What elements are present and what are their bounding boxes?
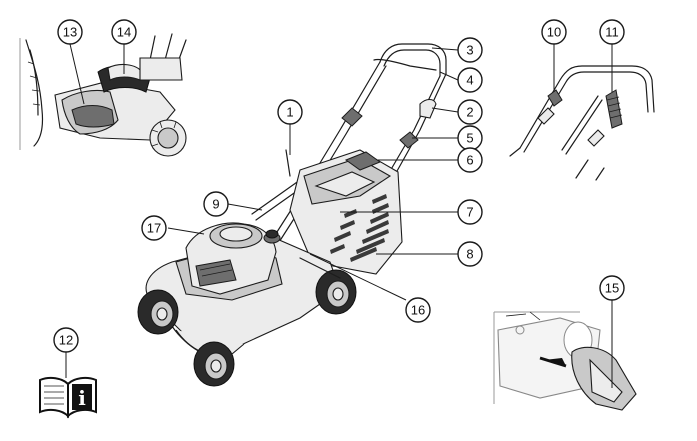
leader-lines [65, 43, 613, 388]
callout-3: 3 [457, 37, 483, 63]
svg-text:13: 13 [63, 25, 77, 40]
callout-13: 13 [57, 19, 83, 45]
svg-text:17: 17 [147, 221, 161, 236]
svg-text:11: 11 [605, 25, 619, 40]
callout-4: 4 [457, 67, 483, 93]
callout-15: 15 [599, 275, 625, 301]
callout-10: 10 [541, 19, 567, 45]
svg-text:12: 12 [59, 333, 73, 348]
grass-box-vents [330, 194, 389, 262]
callout-14: 14 [111, 19, 137, 45]
detail-mulch-plug [493, 311, 637, 411]
callout-11: 11 [599, 19, 625, 45]
svg-text:14: 14 [117, 25, 131, 40]
callout-6: 6 [457, 147, 483, 173]
svg-text:6: 6 [466, 153, 473, 168]
detail-grass-deflector [19, 33, 187, 157]
svg-text:16: 16 [411, 303, 425, 318]
svg-text:4: 4 [466, 73, 473, 88]
info-glyph: i [78, 386, 86, 410]
svg-text:1: 1 [286, 105, 293, 120]
svg-text:5: 5 [466, 131, 473, 146]
svg-text:9: 9 [212, 197, 219, 212]
callout-5: 5 [457, 125, 483, 151]
read-manual-icon: i [39, 376, 97, 419]
callout-7: 7 [457, 199, 483, 225]
main-lawnmower [137, 43, 447, 387]
callout-17: 17 [141, 215, 167, 241]
callout-9: 9 [203, 191, 229, 217]
callout-12: 12 [53, 327, 79, 353]
callout-16: 16 [405, 297, 431, 323]
svg-text:15: 15 [605, 281, 619, 296]
svg-text:2: 2 [466, 105, 473, 120]
svg-text:7: 7 [466, 205, 473, 220]
callout-1: 1 [277, 99, 303, 125]
svg-text:10: 10 [547, 25, 561, 40]
svg-text:8: 8 [466, 247, 473, 262]
detail-handle-switch [509, 65, 655, 181]
svg-text:3: 3 [466, 43, 473, 58]
callout-8: 8 [457, 241, 483, 267]
callout-2: 2 [457, 99, 483, 125]
